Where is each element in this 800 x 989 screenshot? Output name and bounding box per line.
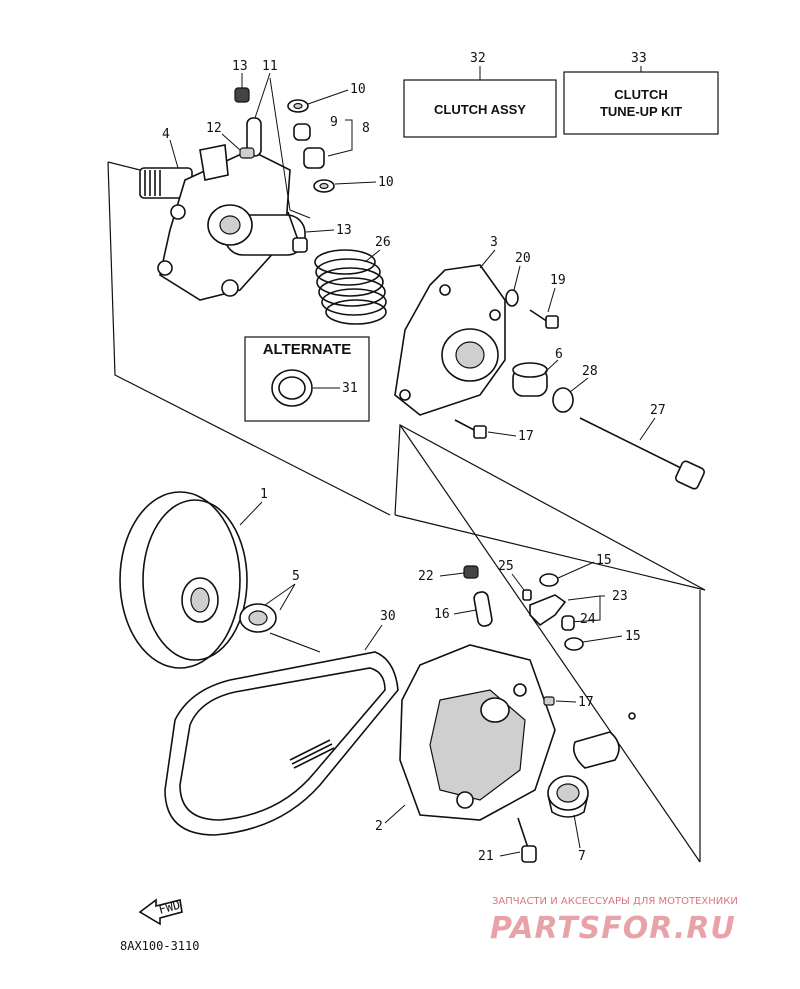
bolt-part-20 [529, 309, 559, 329]
spring-part-26 [522, 589, 532, 601]
callout-10-top: 10 [350, 82, 366, 97]
alternate-box: ALTERNATE 31 [244, 336, 370, 422]
sleeve-part [572, 712, 636, 769]
nut-part-23 [463, 565, 479, 579]
sheave-part-1 [119, 491, 248, 669]
washer-part-15-bottom [564, 637, 584, 651]
callout-13: 13 [336, 223, 352, 238]
callout-11: 11 [262, 59, 278, 74]
watermark-logo: PARTSFOR.RU [490, 911, 736, 946]
callout-1: 1 [260, 487, 268, 502]
spider-hub-part-4 [139, 144, 306, 301]
callout-17: 17 [578, 695, 594, 710]
callout-19: 17 [518, 429, 534, 444]
washer-part-15-top [539, 573, 559, 587]
forward-arrow-label: FWD [157, 898, 182, 917]
bushing-part-7 [547, 775, 589, 818]
kit-label-clutch: CLUTCH [614, 87, 667, 102]
callout-12: 12 [206, 121, 222, 136]
callout-25: 24 [580, 612, 596, 627]
callout-31: 31 [342, 381, 358, 396]
washer-part-10-bottom [313, 179, 335, 193]
upper-frame-lines [107, 161, 706, 863]
callout-9: 9 [330, 115, 338, 130]
diagram-code: 8AX100-3110 [120, 939, 199, 953]
callout-33: 33 [631, 51, 647, 66]
bolt-part-22 [517, 817, 537, 863]
cap-nut-part-14 [234, 87, 250, 103]
lower-frame-lines [394, 514, 706, 862]
drive-belt-part-30 [164, 651, 399, 836]
callout-23: 22 [418, 569, 434, 584]
callout-6: 6 [555, 347, 563, 362]
kit-box-clutch-assy: 32 CLUTCH ASSY [403, 51, 557, 138]
watermark: ЗАПЧАСТИ И АКСЕССУАРЫ ДЛЯ МОТОТЕХНИКИ PA… [490, 896, 738, 946]
bolt-part-19 [454, 419, 487, 439]
callout-24: 23 [612, 589, 628, 604]
callout-2: 2 [375, 819, 383, 834]
weight-part-24 [529, 594, 567, 627]
forward-arrow-icon: FWD [138, 898, 183, 926]
bushing-part-5 [239, 603, 277, 633]
callout-10-bottom: 10 [378, 175, 394, 190]
callout-22: 21 [478, 849, 494, 864]
plug-part-17 [543, 696, 555, 706]
kit-label-tune-up: TUNE-UP KIT [600, 104, 682, 119]
callout-28: 27 [650, 403, 666, 418]
callout-15-bottom: 15 [625, 629, 641, 644]
callout-4: 4 [162, 127, 170, 142]
watermark-tagline: ЗАПЧАСТИ И АКСЕССУАРЫ ДЛЯ МОТОТЕХНИКИ [492, 896, 738, 907]
callout-3: 3 [490, 235, 498, 250]
callout-16: 16 [434, 607, 450, 622]
cover-part-3 [394, 264, 506, 416]
bushing-part-6 [512, 362, 548, 397]
washer-part-29 [552, 387, 574, 413]
washer-part-21 [505, 289, 519, 307]
callout-7: 7 [578, 849, 586, 864]
kit-label-clutch-assy: CLUTCH ASSY [434, 102, 526, 117]
spring-part-27 [314, 249, 387, 325]
roller-part-25 [561, 615, 575, 631]
callout-8: 8 [362, 121, 370, 136]
long-bolt-part-28 [579, 417, 706, 490]
pin-part-16 [473, 591, 493, 627]
callout-30: 30 [380, 609, 396, 624]
callout-26: 25 [498, 559, 514, 574]
callout-21: 20 [515, 251, 531, 266]
callout-5: 5 [292, 569, 300, 584]
callout-27: 26 [375, 235, 391, 250]
washer-part-10-top [287, 99, 309, 113]
spring-pin-part-12 [239, 147, 255, 159]
bolt-part-13 [287, 211, 308, 253]
roller-part-9 [293, 123, 325, 169]
callout-14: 13 [232, 59, 248, 74]
sheave-assembly-part-2 [399, 644, 556, 821]
callout-20: 19 [550, 273, 566, 288]
callout-29: 28 [582, 364, 598, 379]
callout-32: 32 [470, 51, 486, 66]
alternate-title: ALTERNATE [263, 341, 352, 358]
kit-box-tune-up: 33 CLUTCH TUNE-UP KIT [563, 51, 719, 135]
